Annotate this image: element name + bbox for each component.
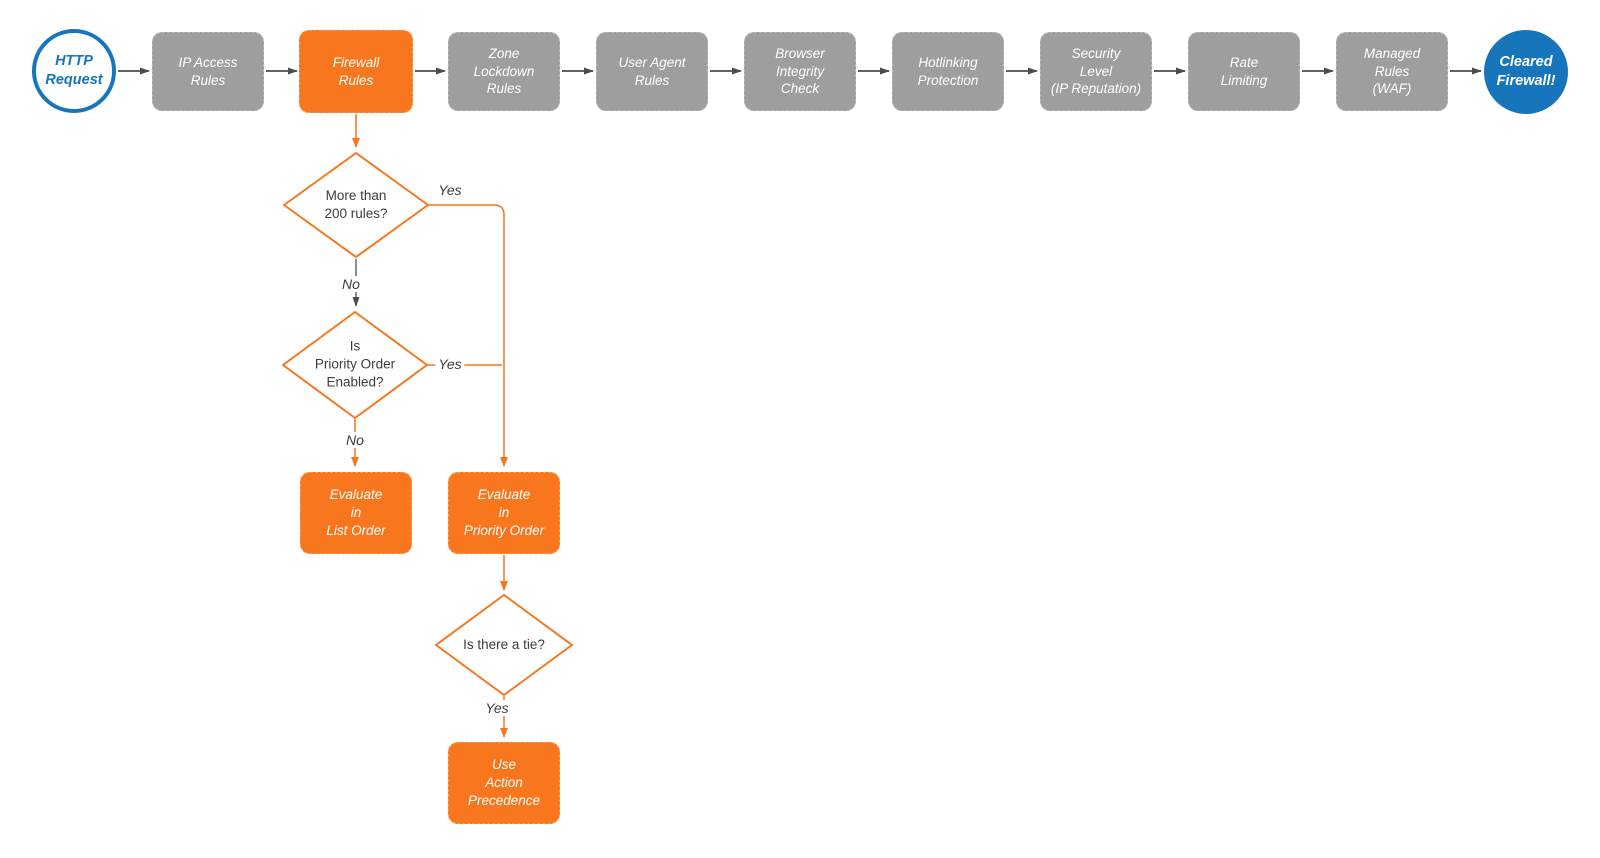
- node-evaluate-in-list-order: Evaluate in List Order: [300, 472, 412, 554]
- node-zone-lockdown-rules: Zone Lockdown Rules: [448, 32, 560, 111]
- decision-is-there-a-tie-shape: [435, 594, 573, 696]
- node-use-action-precedence: Use Action Precedence: [448, 742, 560, 824]
- edge-label-tie-yes: Yes: [482, 700, 512, 716]
- node-cleared-firewall: Cleared Firewall!: [1484, 30, 1568, 114]
- node-evaluate-in-priority-order: Evaluate in Priority Order: [448, 472, 560, 554]
- decision-more-than-200-rules-label: More than 200 rules?: [324, 187, 388, 221]
- node-browser-integrity-check: Browser Integrity Check: [744, 32, 856, 111]
- node-security-level: Security Level (IP Reputation): [1040, 32, 1152, 111]
- node-rate-limiting: Rate Limiting: [1188, 32, 1300, 111]
- edge-label-priority-order-yes: Yes: [435, 356, 465, 372]
- node-hotlinking-protection: Hotlinking Protection: [892, 32, 1004, 111]
- decision-more-than-200-rules-shape: [283, 152, 429, 258]
- connector-decision1-yes: [428, 204, 508, 467]
- node-user-agent-rules: User Agent Rules: [596, 32, 708, 111]
- node-managed-rules-waf: Managed Rules (WAF): [1336, 32, 1448, 111]
- decision-is-there-a-tie-label: Is there a tie?: [463, 636, 545, 652]
- decision-priority-order-enabled-shape: [282, 311, 428, 419]
- decision-priority-order-enabled-label: Is Priority Order Enabled?: [314, 338, 396, 391]
- node-firewall-rules: Firewall Rules: [299, 30, 413, 113]
- edge-label-more-than-200-no: No: [339, 276, 363, 292]
- node-ip-access-rules: IP Access Rules: [152, 32, 264, 111]
- edge-label-more-than-200-yes: Yes: [435, 182, 465, 198]
- node-http-request: HTTP Request: [32, 29, 116, 113]
- edge-label-priority-order-no: No: [343, 432, 367, 448]
